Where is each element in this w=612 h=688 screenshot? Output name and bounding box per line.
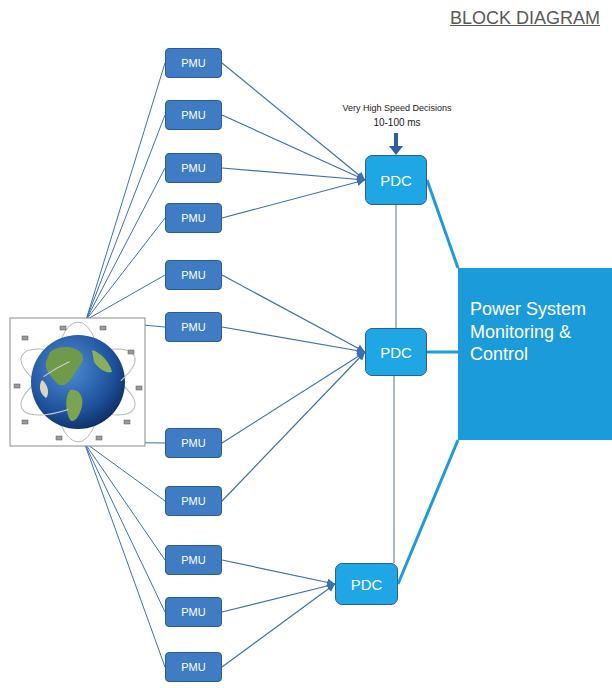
node-text: PMU xyxy=(181,495,205,507)
data-arrow xyxy=(222,352,365,501)
orbit xyxy=(13,336,144,428)
ray xyxy=(84,442,165,560)
ray xyxy=(84,442,165,612)
satellite xyxy=(14,384,20,388)
satellite xyxy=(22,336,28,340)
satellite xyxy=(56,436,62,440)
pmu-box: PMU xyxy=(165,486,222,516)
data-arrow xyxy=(222,275,365,352)
node-text: Power System Monitoring & Control xyxy=(470,298,604,366)
data-arrow xyxy=(222,584,335,612)
continent xyxy=(92,350,112,372)
node-text: PMU xyxy=(181,661,205,673)
satellite xyxy=(136,386,142,390)
timing-text: 10-100 ms xyxy=(373,117,420,128)
control-center-box: Power System Monitoring & Control xyxy=(458,268,612,440)
node-text: PMU xyxy=(181,321,205,333)
data-arrow xyxy=(222,180,365,218)
decision-arrow xyxy=(389,133,403,155)
data-arrow xyxy=(222,168,365,180)
ray xyxy=(86,218,165,320)
pmu-box: PMU xyxy=(165,100,222,130)
continent xyxy=(46,347,83,385)
arrow-shaft xyxy=(394,133,398,147)
orbit-front xyxy=(13,336,144,428)
pmu-box: PMU xyxy=(165,597,222,627)
pdc-box: PDC xyxy=(365,328,427,376)
ray xyxy=(84,442,165,667)
pmu-box: PMU xyxy=(165,153,222,183)
node-text: PMU xyxy=(181,437,205,449)
pmu-box: PMU xyxy=(165,260,222,290)
node-text: PMU xyxy=(181,109,205,121)
data-arrow xyxy=(222,115,365,180)
node-text: PDC xyxy=(380,172,412,189)
continent xyxy=(66,390,82,421)
satellite xyxy=(100,326,106,330)
satellite xyxy=(22,420,28,424)
pdc-link xyxy=(393,376,394,563)
pdc-link xyxy=(395,205,396,328)
node-text: PDC xyxy=(351,576,383,593)
pmu-box: PMU xyxy=(165,545,222,575)
data-arrow xyxy=(222,584,335,667)
link-line xyxy=(427,351,458,354)
note-text: Very High Speed Decisions xyxy=(342,103,451,113)
node-text: PMU xyxy=(181,57,205,69)
pmu-box: PMU xyxy=(165,428,222,458)
pmu-box: PMU xyxy=(165,312,222,342)
satellite xyxy=(124,420,130,424)
ray xyxy=(86,63,165,320)
node-text: PDC xyxy=(380,344,412,361)
diagram-title: BLOCK DIAGRAM xyxy=(450,8,600,29)
pmu-box: PMU xyxy=(165,203,222,233)
ray xyxy=(86,115,165,320)
continent xyxy=(40,380,48,398)
satellite xyxy=(96,436,102,440)
ray xyxy=(86,168,165,320)
satellite xyxy=(60,326,66,330)
node-text: PMU xyxy=(181,269,205,281)
data-arrow xyxy=(222,560,335,584)
data-arrow xyxy=(222,327,365,352)
orbit xyxy=(13,336,144,428)
link-line xyxy=(398,440,458,584)
node-text: PMU xyxy=(181,162,205,174)
globe-picture xyxy=(10,318,145,446)
node-text: PMU xyxy=(181,606,205,618)
satellites xyxy=(14,326,142,440)
link-line xyxy=(427,180,458,268)
pmu-box: PMU xyxy=(165,652,222,682)
pdc-box: PDC xyxy=(335,563,398,605)
node-text: PMU xyxy=(181,554,205,566)
satellite xyxy=(128,350,134,354)
node-text: PMU xyxy=(181,212,205,224)
arrow-head xyxy=(389,146,403,155)
ray xyxy=(84,442,165,501)
data-arrow xyxy=(222,352,365,443)
data-arrow xyxy=(222,63,365,180)
ray xyxy=(86,275,165,320)
pdc-box: PDC xyxy=(365,155,427,205)
globe-frame xyxy=(10,318,145,446)
pmu-box: PMU xyxy=(165,48,222,78)
